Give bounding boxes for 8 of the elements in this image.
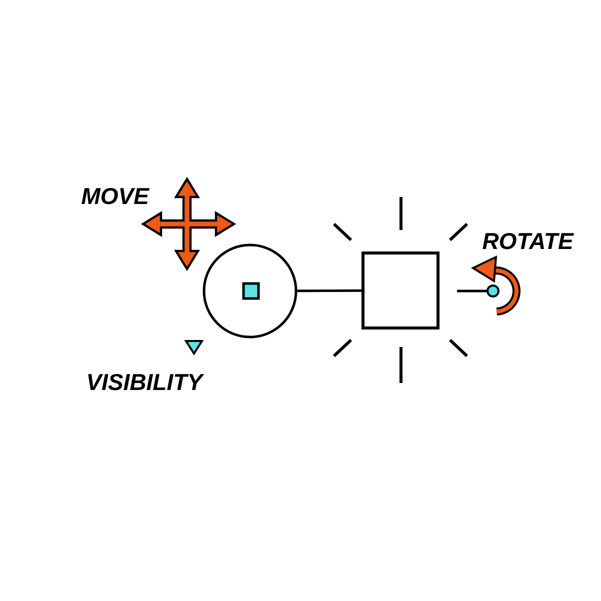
handle-dot [486,284,500,298]
connector-line [297,289,362,292]
circle [202,244,298,338]
connector-line [457,290,486,292]
handle-label: VISIBILITY [88,374,204,390]
square [362,252,440,330]
handle-label: ROTATE [482,232,574,250]
handle-label: MOVE [82,188,150,204]
